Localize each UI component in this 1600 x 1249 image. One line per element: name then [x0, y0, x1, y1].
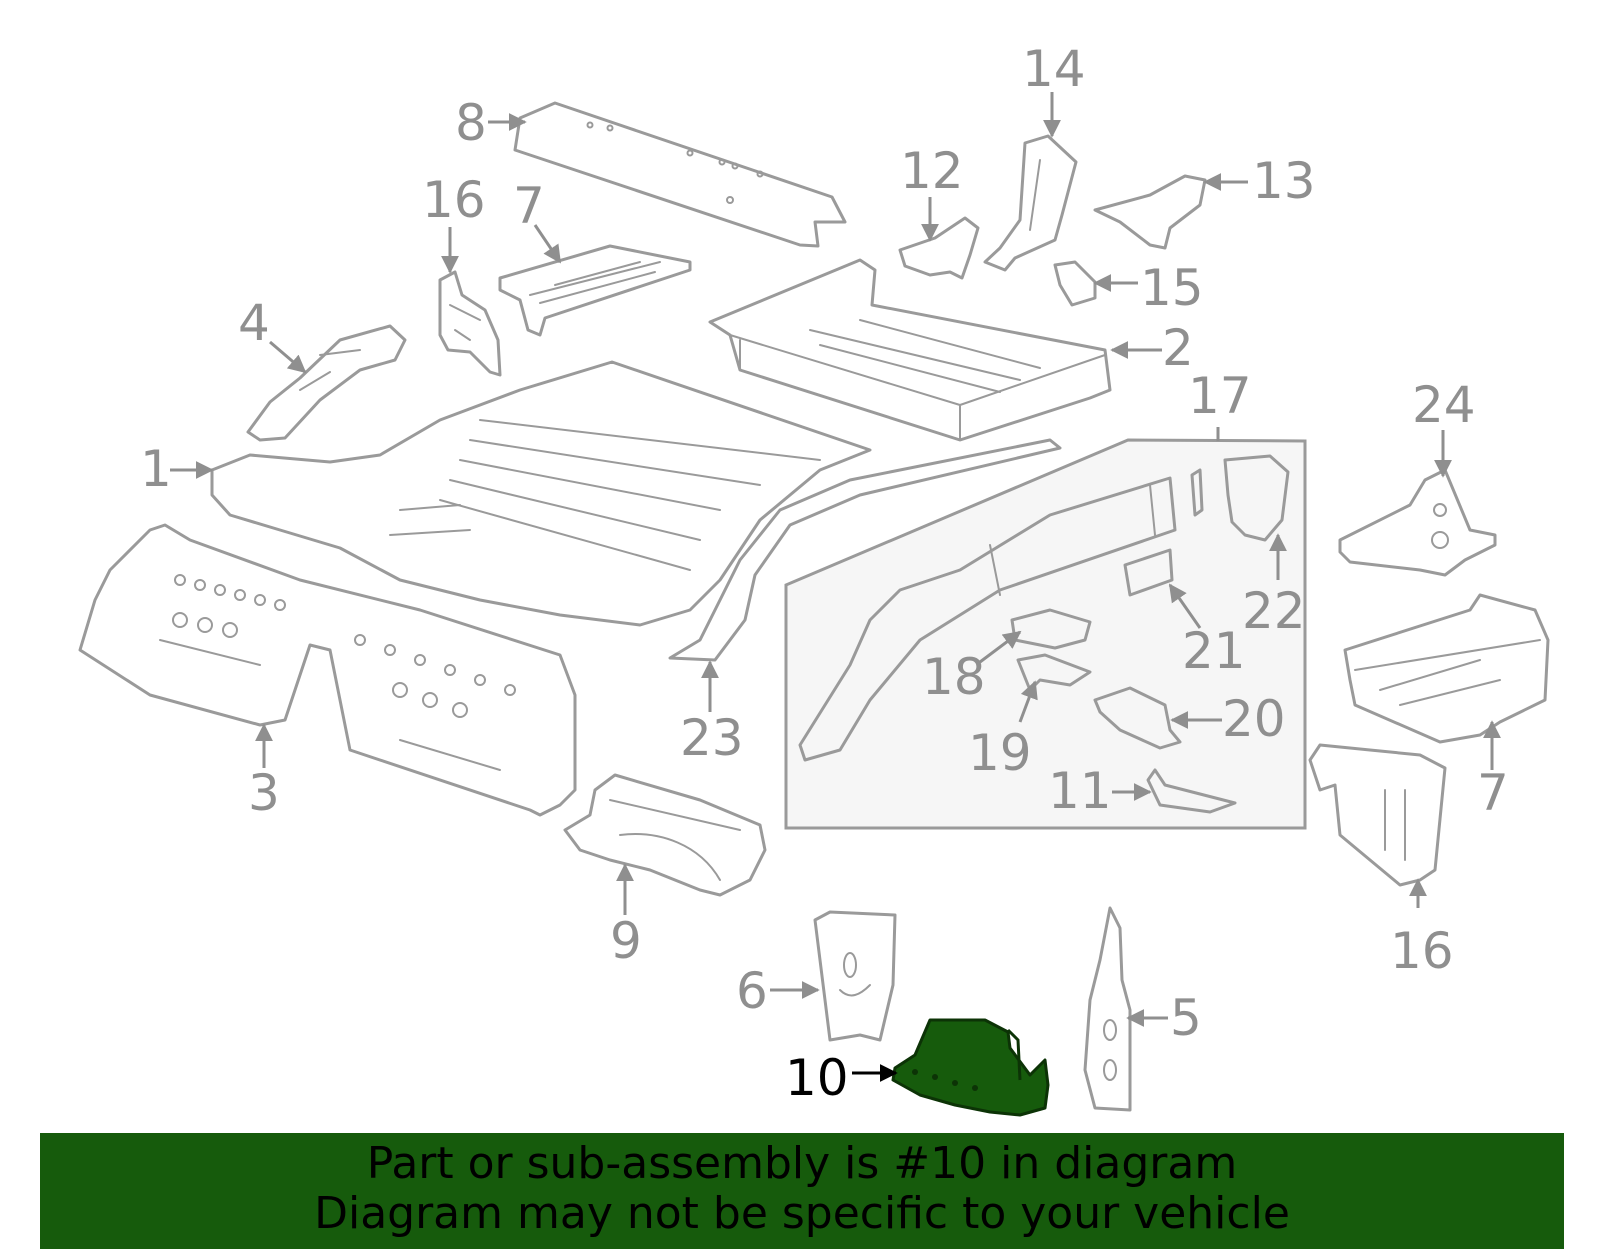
part-6[interactable]: [813, 910, 897, 1042]
part-7-right[interactable]: [1343, 593, 1550, 744]
group-17-box: [784, 438, 1307, 830]
callout-17: 17: [1188, 367, 1252, 425]
info-banner: Part or sub-assembly is #10 in diagram D…: [40, 1133, 1564, 1249]
part-8[interactable]: [513, 101, 847, 248]
part-17-rail[interactable]: [798, 476, 1177, 762]
part-16-upper[interactable]: [438, 270, 502, 377]
part-2[interactable]: [708, 258, 1112, 442]
callout-3: 3: [248, 764, 280, 822]
callout-8: 8: [455, 94, 487, 152]
part-14[interactable]: [983, 134, 1078, 272]
part-1[interactable]: [210, 360, 872, 627]
banner-line-1: Part or sub-assembly is #10 in diagram: [366, 1138, 1238, 1189]
callout-18: 18: [922, 648, 986, 706]
part-17-bracket[interactable]: [1190, 468, 1204, 517]
callout-4: 4: [238, 294, 270, 352]
callout-14: 14: [1022, 40, 1086, 98]
callout-7-top: 7: [513, 177, 545, 235]
callout-10: 10: [785, 1049, 849, 1107]
banner-line-2: Diagram may not be specific to your vehi…: [314, 1188, 1290, 1239]
callout-labels: 8 7 16 4 1 12 14 13 15 2 17 24 22 21 18 …: [140, 40, 1509, 1107]
callout-23: 23: [680, 709, 744, 767]
part-3[interactable]: [78, 523, 577, 817]
callout-6: 6: [736, 962, 768, 1020]
part-16-right[interactable]: [1308, 743, 1447, 887]
leader-arrows: [170, 92, 1501, 1082]
part-10-highlighted[interactable]: [891, 1018, 1050, 1117]
part-23[interactable]: [668, 438, 1062, 662]
callout-13: 13: [1252, 152, 1316, 210]
part-4[interactable]: [246, 324, 407, 442]
part-11[interactable]: [1146, 768, 1237, 814]
part-20[interactable]: [1093, 686, 1182, 750]
part-13[interactable]: [1093, 174, 1207, 250]
part-9[interactable]: [563, 773, 767, 897]
part-7-top[interactable]: [498, 244, 692, 337]
part-24[interactable]: [1338, 468, 1497, 577]
callout-24: 24: [1412, 376, 1476, 434]
callout-21: 21: [1182, 622, 1246, 680]
part-12[interactable]: [898, 216, 980, 280]
callout-7-right: 7: [1477, 764, 1509, 822]
callout-22: 22: [1242, 582, 1306, 640]
callout-20: 20: [1222, 690, 1286, 748]
callout-16-right: 16: [1390, 922, 1454, 980]
callout-5: 5: [1170, 989, 1202, 1047]
callout-19: 19: [968, 724, 1032, 782]
callout-2: 2: [1162, 319, 1194, 377]
callout-11: 11: [1048, 762, 1112, 820]
part-22[interactable]: [1223, 454, 1290, 542]
part-15[interactable]: [1053, 260, 1097, 307]
callout-16-upper: 16: [422, 171, 486, 229]
part-21[interactable]: [1123, 548, 1174, 597]
callout-9: 9: [610, 912, 642, 970]
callout-1: 1: [140, 440, 172, 498]
callout-15: 15: [1140, 259, 1204, 317]
callout-12: 12: [900, 142, 964, 200]
part-5[interactable]: [1083, 906, 1132, 1112]
